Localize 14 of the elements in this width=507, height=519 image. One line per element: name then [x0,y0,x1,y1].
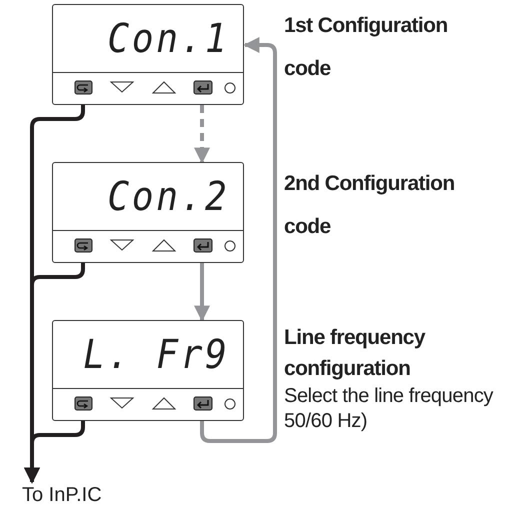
next-parameter-label: To InP.IC [22,484,102,507]
arrow [24,421,85,484]
controller-display-panel [52,162,244,263]
step-description: Select the line frequency 50/60 Hz) [284,384,494,434]
step-heading: 1st Configuration code [284,13,449,82]
display-readout: Con.1 [107,15,229,64]
controller-display-panel [52,4,244,105]
arrow [194,263,210,322]
step-heading: Line frequency configuration [284,325,426,382]
display-readout: Con.2 [107,173,229,222]
arrow [194,105,210,164]
controller-display-panel [52,320,244,421]
display-readout: L. Fr9 [82,331,229,380]
step-heading: 2nd Configuration code [284,171,456,240]
